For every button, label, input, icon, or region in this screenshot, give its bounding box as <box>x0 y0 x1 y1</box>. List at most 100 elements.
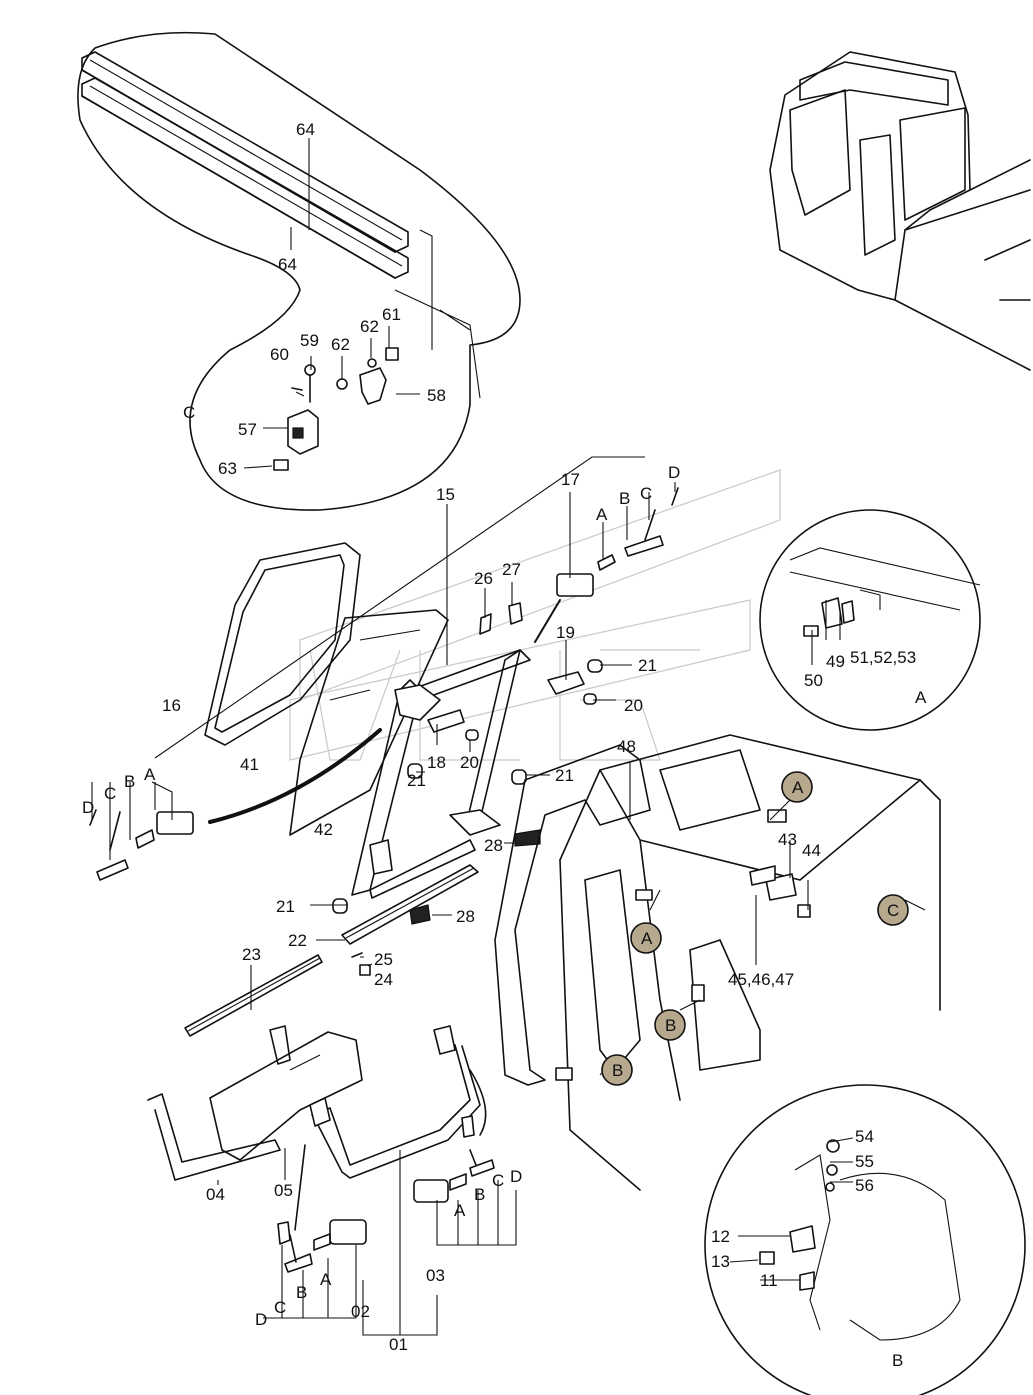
bolt-20b <box>465 729 479 741</box>
label-c: C <box>640 484 652 503</box>
label-03: 03 <box>426 1266 445 1285</box>
bracket-b-b <box>691 984 705 1002</box>
label-56: 56 <box>855 1176 874 1195</box>
stopper-28b <box>409 904 431 925</box>
label-a: A <box>596 505 608 524</box>
label-23: 23 <box>242 945 261 964</box>
label-a: A <box>144 765 156 784</box>
cab-body <box>559 734 941 1191</box>
label-04: 04 <box>206 1185 225 1204</box>
cable-17 <box>534 599 561 643</box>
leader-lines <box>91 138 926 1336</box>
bolt-44 <box>797 904 811 918</box>
glass-05 <box>209 1031 363 1161</box>
label-01: 01 <box>389 1335 408 1354</box>
label-17: 17 <box>561 470 580 489</box>
label-d: D <box>668 463 680 482</box>
bracket-58 <box>359 367 387 405</box>
label-58: 58 <box>427 386 446 405</box>
label-21: 21 <box>276 897 295 916</box>
label-50: 50 <box>804 671 823 690</box>
label-64: 64 <box>278 255 297 274</box>
frame-04 <box>147 1025 291 1181</box>
label-d: D <box>82 798 94 817</box>
cab-overview <box>769 51 1031 371</box>
cap-16d <box>89 809 97 826</box>
latch-57 <box>287 409 319 455</box>
label-62: 62 <box>331 335 350 354</box>
washer-62b <box>367 358 377 368</box>
label-62: 62 <box>360 317 379 336</box>
roller-21d <box>332 898 348 914</box>
label-15: 15 <box>436 485 455 504</box>
label-c-callout: C <box>887 901 899 920</box>
label-c: C <box>274 1298 286 1317</box>
bracket-b-a <box>555 1067 573 1081</box>
callout-c-cab <box>877 894 909 926</box>
rail-64-upper <box>81 51 409 253</box>
label-27: 27 <box>502 560 521 579</box>
roller-21a <box>587 659 603 673</box>
callout-a-cab <box>781 771 813 803</box>
label-20: 20 <box>624 696 643 715</box>
bolt-20a <box>583 693 597 705</box>
clip-60 <box>291 387 303 391</box>
label-view-a: A <box>915 688 927 707</box>
label-c: C <box>492 1171 504 1190</box>
lock-16 <box>156 811 194 835</box>
label-28: 28 <box>484 836 503 855</box>
cap-02d <box>277 1221 291 1245</box>
spring-17a <box>597 554 616 571</box>
label-b: B <box>124 772 135 791</box>
rod-16c <box>109 811 121 851</box>
callout-a-left <box>630 922 662 954</box>
label-a-callout: A <box>641 929 653 948</box>
label-b-callout: B <box>612 1061 623 1080</box>
label-02: 02 <box>351 1302 370 1321</box>
pin-03b <box>469 1159 495 1177</box>
label-48: 48 <box>617 737 636 756</box>
label-13: 13 <box>711 1252 730 1271</box>
glass-42 <box>289 609 449 836</box>
rail-23 <box>184 954 323 1037</box>
label-16: 16 <box>162 696 181 715</box>
label-c: C <box>183 403 195 422</box>
lock-03 <box>413 1179 449 1203</box>
rail-22 <box>341 864 479 945</box>
label-b: B <box>296 1283 307 1302</box>
label-57: 57 <box>238 420 257 439</box>
label-c: C <box>104 784 116 803</box>
label-28: 28 <box>456 907 475 926</box>
pin-17b <box>624 535 664 557</box>
label-25: 25 <box>374 950 393 969</box>
label-22: 22 <box>288 931 307 950</box>
spring-03a <box>449 1173 467 1191</box>
label-11: 11 <box>760 1271 778 1290</box>
washer-62a <box>336 378 348 390</box>
label-a: A <box>320 1270 332 1289</box>
label-41: 41 <box>240 755 259 774</box>
label-b: B <box>619 489 630 508</box>
label-view-b: B <box>892 1351 903 1370</box>
sliding-frame <box>351 649 531 899</box>
frame-01 <box>309 1025 481 1179</box>
bolt-63 <box>273 459 289 471</box>
frame-48 <box>494 744 651 1086</box>
label-21: 21 <box>407 771 426 790</box>
label-21: 21 <box>638 656 657 675</box>
label-64: 64 <box>296 120 315 139</box>
label-b: B <box>474 1185 485 1204</box>
label-a-callout: A <box>792 778 804 797</box>
cab-frame-corner <box>394 229 481 399</box>
label-b-callout: B <box>665 1016 676 1035</box>
label-19: 19 <box>556 623 575 642</box>
cable-02 <box>294 1144 306 1231</box>
spring-16a <box>135 829 155 849</box>
stopper-28a <box>514 829 541 847</box>
rod-03c <box>469 1149 477 1166</box>
spring-02a <box>313 1233 331 1251</box>
lock-02 <box>329 1219 367 1245</box>
bolt-24 <box>359 964 371 976</box>
